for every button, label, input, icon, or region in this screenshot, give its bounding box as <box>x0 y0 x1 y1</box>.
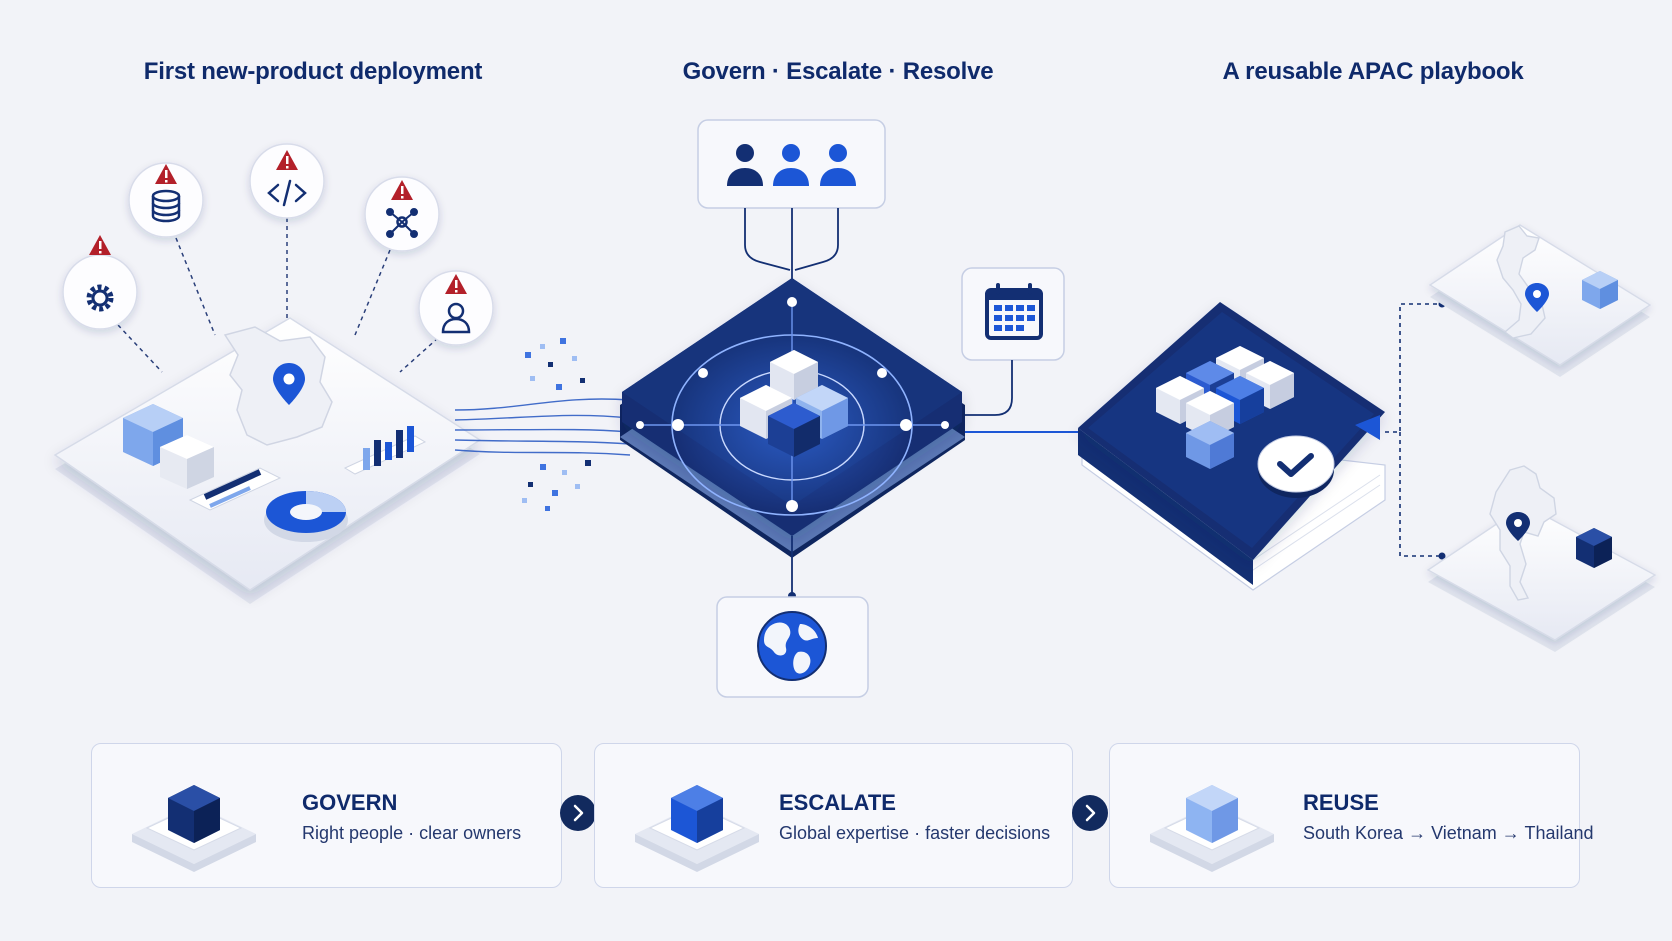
globe-icon <box>757 611 827 681</box>
next-arrow-button[interactable] <box>560 795 596 831</box>
step-title: REUSE <box>1303 790 1379 815</box>
hub-cubes <box>740 350 848 457</box>
donut-chart-icon <box>264 491 348 542</box>
chevron-right-icon <box>1085 804 1096 822</box>
bar-chart-icon <box>343 426 427 475</box>
deployment-platform <box>53 317 482 604</box>
step-subtitle: South Korea → Vietnam → Thailand <box>1303 823 1594 843</box>
title-govern-escalate-resolve: Govern · Escalate · Resolve <box>682 58 994 85</box>
step-card-escalate: ESCALATE Global expertise · faster decis… <box>594 743 1073 888</box>
playbook-book <box>1078 302 1386 591</box>
step-subtitle: Right people · clear owners <box>302 823 522 843</box>
gear-icon <box>86 284 114 312</box>
database-icon <box>151 189 181 223</box>
calendar-box <box>961 267 1065 361</box>
light-blue-cube <box>1582 271 1618 309</box>
data-stream <box>454 338 631 511</box>
playbook-cubes <box>1156 346 1294 469</box>
location-pin-icon <box>1525 283 1549 312</box>
thailand-tile <box>1426 465 1657 652</box>
step-card-govern: GOVERN Right people · clear owners <box>91 743 562 888</box>
step-title: ESCALATE <box>779 790 896 815</box>
step-title: GOVERN <box>302 790 398 815</box>
risk-gear <box>62 235 138 330</box>
step-card-reuse: REUSE South Korea → Vietnam → Thailand <box>1109 743 1594 888</box>
progress-widget <box>188 467 282 511</box>
people-icon <box>727 144 856 186</box>
vietnam-map <box>1496 225 1546 339</box>
location-pin-icon <box>1506 512 1530 541</box>
people-box <box>697 119 886 209</box>
governance-hub <box>620 278 965 558</box>
user-icon <box>441 302 471 334</box>
risk-connectors <box>117 218 439 373</box>
network-icon <box>386 208 418 238</box>
risk-code <box>249 143 325 219</box>
location-pin-icon <box>273 363 305 405</box>
calendar-connector <box>965 360 1013 416</box>
navy-cube <box>1576 528 1612 568</box>
vietnam-tile <box>1428 224 1652 377</box>
rollout-connectors <box>1385 303 1440 557</box>
title-first-deployment: First new-product deployment <box>143 58 483 85</box>
risk-database <box>128 162 204 238</box>
chevron-right-icon <box>573 804 584 822</box>
cube-on-pedestal-icon <box>635 785 759 872</box>
white-cube <box>160 435 214 489</box>
next-arrow-button[interactable] <box>1072 795 1108 831</box>
cube-on-pedestal-icon <box>132 785 256 872</box>
globe-box <box>716 596 869 698</box>
risk-network <box>364 176 440 252</box>
code-icon <box>267 179 307 207</box>
calendar-icon <box>985 283 1043 340</box>
check-badge-icon <box>1257 435 1335 498</box>
step-subtitle: Global expertise · faster decisions <box>779 823 1051 843</box>
title-apac-playbook: A reusable APAC playbook <box>1222 58 1524 85</box>
cube-on-pedestal-icon <box>1150 785 1274 872</box>
risk-user <box>418 270 494 346</box>
